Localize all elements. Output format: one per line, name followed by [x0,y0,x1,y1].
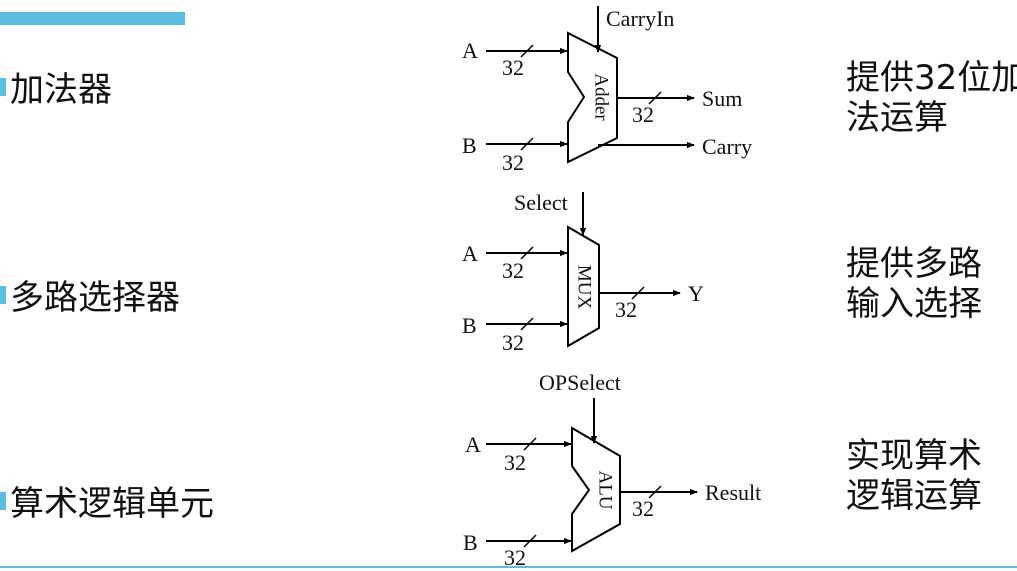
width-slash [648,485,662,499]
adder-output-sum-label: Sum [702,86,742,111]
alu-block-label: ALU [595,470,616,509]
adder-block [567,31,618,164]
bullet-icon [0,491,6,510]
width-slash [523,437,537,451]
mux-diagram: MUX Select A 32 B 32 32 Y [462,190,704,355]
mux-input-a-label: A [462,241,478,266]
list-item-adder: 加法器 [0,62,112,111]
adder-width-b: 32 [502,150,524,175]
mux-width-a: 32 [502,258,524,283]
item-label: 多路选择器 [10,278,180,318]
alu-width-a: 32 [504,450,526,475]
bottom-divider [0,566,1017,568]
bullet-icon [0,285,6,304]
mux-output-label: Y [688,281,704,306]
width-slash [631,286,645,300]
list-item-alu: 算术逻辑单元 [0,476,214,525]
width-slash [520,317,534,331]
adder-diagram: Adder CarryIn A 32 B 32 32 Sum Carry [462,6,752,175]
mux-width-out: 32 [615,297,637,322]
mux-description: 提供多路 输入选择 [846,244,982,324]
adder-description: 提供32位加 法运算 [846,58,1017,138]
description-line: 法运算 [846,98,948,138]
list-item-mux: 多路选择器 [0,270,180,319]
width-slash [648,91,662,105]
width-slash [520,137,534,151]
item-label: 算术逻辑单元 [10,484,214,524]
title-accent-bar [0,12,185,25]
alu-description: 实现算术 逻辑运算 [846,436,982,516]
alu-input-a-label: A [465,432,481,457]
adder-input-b-label: B [462,133,477,158]
description-line: 提供多路 [846,244,982,284]
item-label: 加法器 [10,70,112,110]
adder-output-carry-label: Carry [702,134,752,159]
description-line: 提供32位加 [846,58,1017,98]
alu-input-b-label: B [463,530,478,555]
alu-block [571,426,621,553]
mux-width-b: 32 [502,330,524,355]
alu-width-out: 32 [632,496,654,521]
mux-input-b-label: B [462,313,477,338]
width-slash [520,246,534,260]
mux-control-label: Select [514,190,568,215]
width-slash [523,534,537,548]
bullet-icon [0,77,6,96]
mux-block-label: MUX [574,265,595,310]
description-line: 实现算术 [846,436,982,476]
adder-block-label: Adder [591,73,612,121]
alu-diagram: ALU OPSelect A 32 B 32 32 Result [463,370,761,570]
adder-width-out: 32 [632,102,654,127]
description-line: 输入选择 [846,284,982,324]
width-slash [520,44,534,58]
adder-control-label: CarryIn [606,6,674,31]
alu-control-label: OPSelect [539,370,621,395]
alu-output-label: Result [705,480,761,505]
adder-input-a-label: A [462,38,478,63]
description-line: 逻辑运算 [846,476,982,516]
mux-block [567,225,600,348]
alu-width-b: 32 [504,545,526,570]
adder-width-a: 32 [502,55,524,80]
